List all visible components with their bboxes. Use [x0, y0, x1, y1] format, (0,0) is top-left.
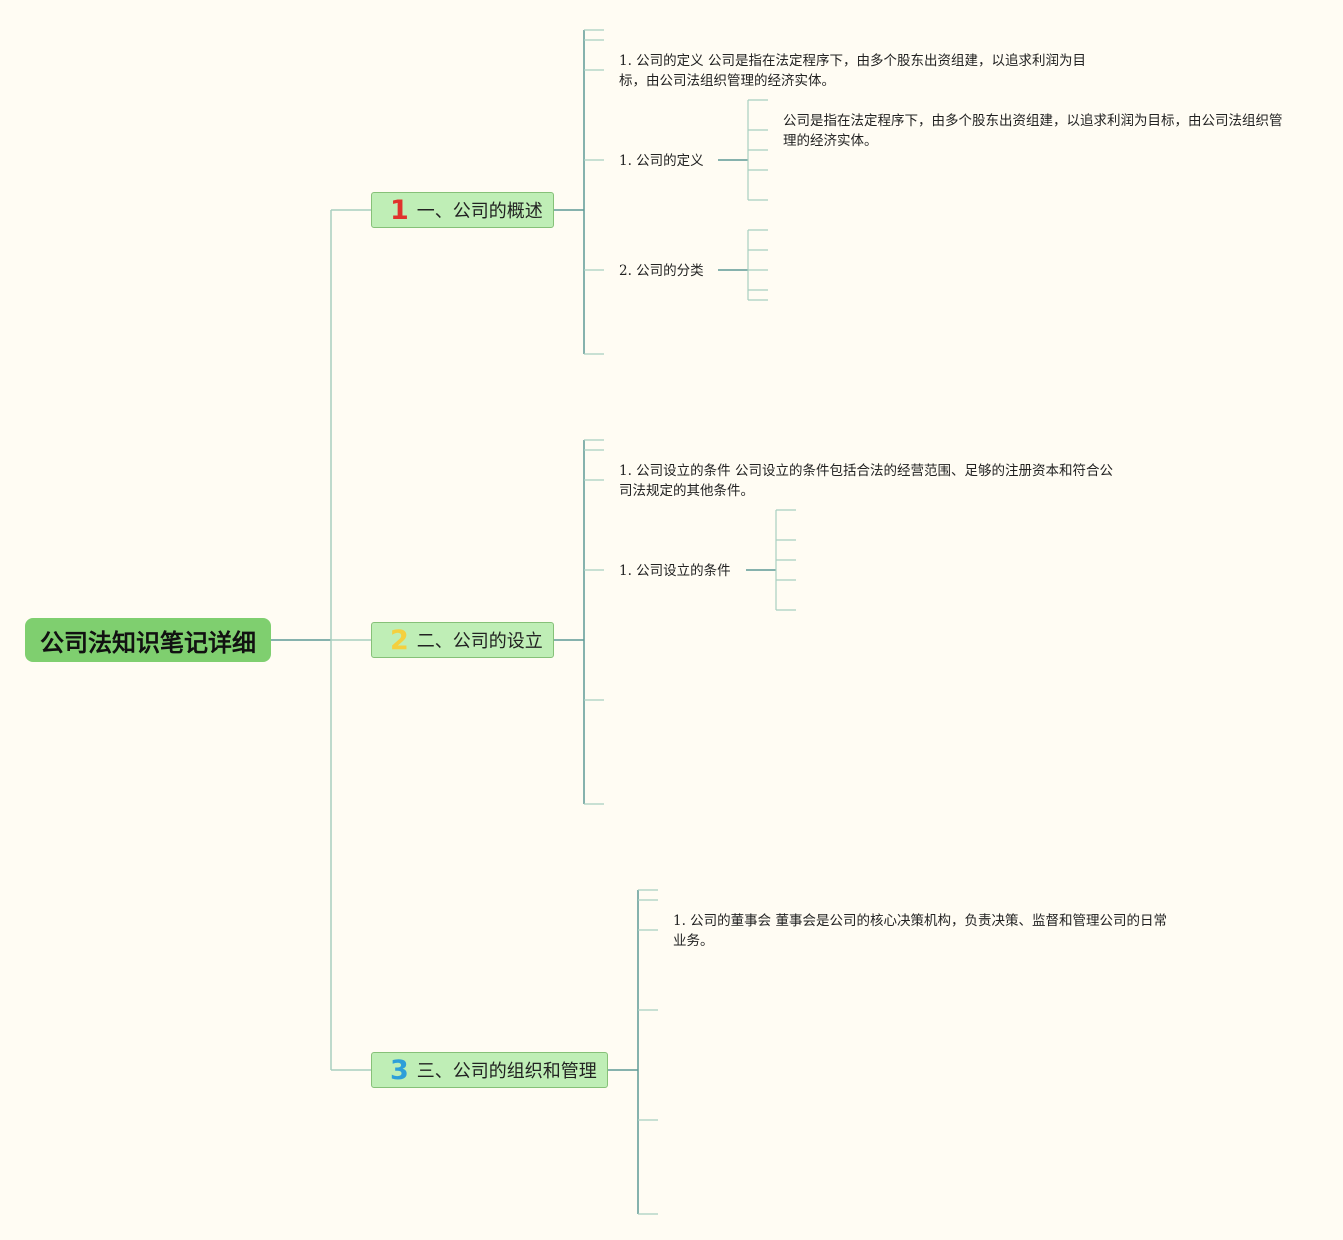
topic-company-overview[interactable]: 1 一、公司的概述 — [371, 192, 554, 228]
subtopic-company-classification[interactable]: 2. 公司的分类 — [619, 263, 704, 279]
central-topic-label: 公司法知识笔记详细 — [40, 628, 256, 657]
topic-company-organization[interactable]: 3 三、公司的组织和管理 — [371, 1052, 608, 1088]
number-badge-3-icon: 3 — [390, 1054, 409, 1086]
topic-company-establishment[interactable]: 2 二、公司的设立 — [371, 622, 554, 658]
topic-label: 一、公司的概述 — [416, 201, 543, 222]
number-badge-2-icon: 2 — [390, 624, 409, 656]
subtopic-establishment-conditions[interactable]: 1. 公司设立的条件 — [619, 563, 731, 579]
topic-label: 三、公司的组织和管理 — [416, 1061, 597, 1082]
note-company-definition[interactable]: 1. 公司的定义 公司是指在法定程序下，由多个股东出资组建，以追求利润为目标，由… — [619, 53, 1086, 89]
subtopic-company-definition[interactable]: 1. 公司的定义 — [619, 153, 704, 169]
note-company-definition-detail[interactable]: 公司是指在法定程序下，由多个股东出资组建，以追求利润为目标，由公司法组织管理的经… — [783, 113, 1283, 149]
topic-label: 二、公司的设立 — [416, 631, 543, 652]
note-establishment-conditions[interactable]: 1. 公司设立的条件 公司设立的条件包括合法的经营范围、足够的注册资本和符合公司… — [619, 463, 1113, 499]
number-badge-1-icon: 1 — [390, 194, 409, 226]
note-board-of-directors[interactable]: 1. 公司的董事会 董事会是公司的核心决策机构，负责决策、监督和管理公司的日常业… — [673, 913, 1167, 949]
central-topic[interactable]: 公司法知识笔记详细 — [25, 618, 271, 662]
